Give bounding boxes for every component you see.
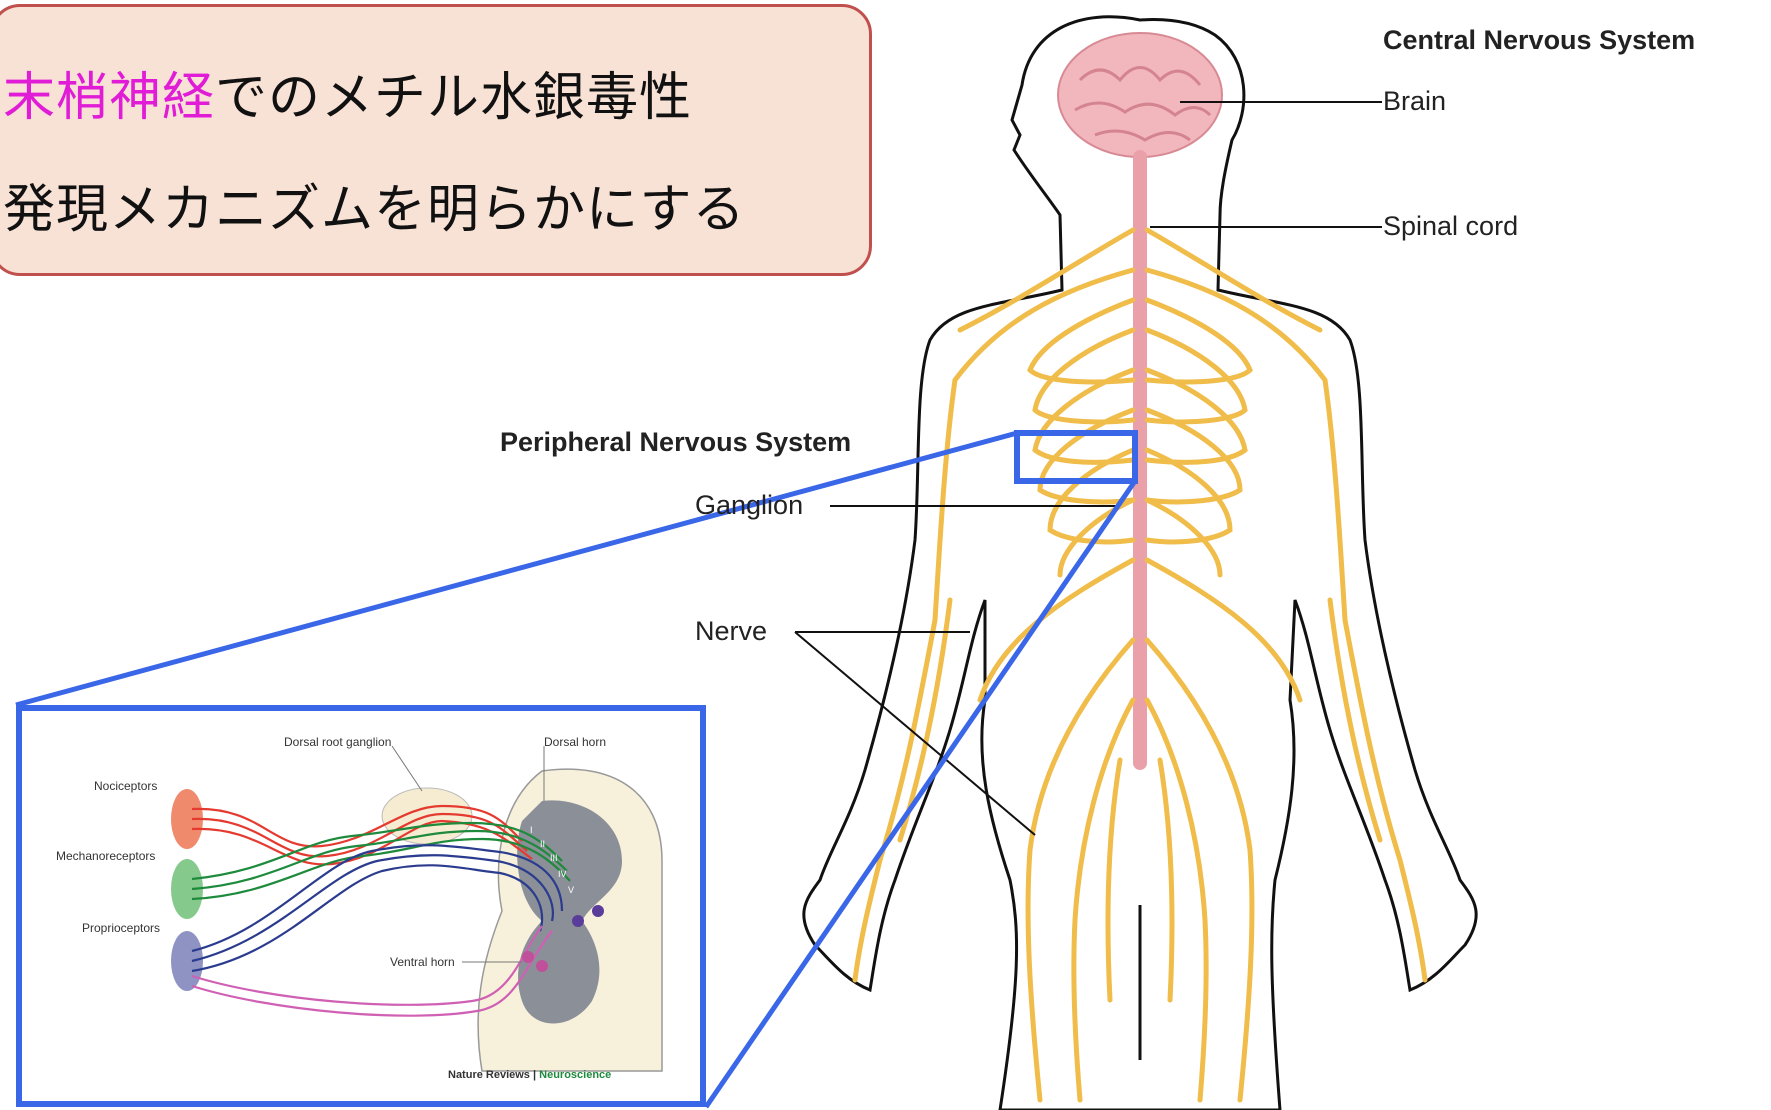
callout-line-1-rest: でのメチル水銀毒性 — [215, 68, 692, 128]
credit-separator: | — [530, 1069, 539, 1081]
spinal-circuit-inset: I II III IV V Dorsal root ganglion Dorsa… — [16, 705, 706, 1107]
credit-section: Neuroscience — [539, 1069, 611, 1081]
lamina-1: I — [530, 825, 533, 835]
nociceptors-label: Nociceptors — [94, 779, 157, 793]
cns-title: Central Nervous System — [1383, 25, 1695, 56]
pns-title: Peripheral Nervous System — [500, 427, 851, 458]
callout-line-1: 末梢神経でのメチル水銀毒性 — [3, 55, 692, 130]
title-callout: 末梢神経でのメチル水銀毒性 発現メカニズムを明らかにする — [0, 4, 872, 276]
credit-line: Nature Reviews | Neuroscience — [448, 1069, 611, 1081]
callout-line-2: 発現メカニズムを明らかにする — [3, 167, 746, 242]
brain-label: Brain — [1383, 86, 1446, 117]
ganglion-label: Ganglion — [695, 490, 803, 521]
dorsal-root-ganglion-label: Dorsal root ganglion — [284, 735, 391, 749]
nerve-label: Nerve — [695, 616, 767, 647]
lamina-3: III — [550, 853, 558, 863]
callout-highlight: 末梢神経 — [3, 68, 215, 128]
proprioceptor-oval — [171, 931, 203, 991]
ventral-horn-label: Ventral horn — [390, 955, 455, 969]
lamina-5: V — [568, 885, 574, 895]
mechanoreceptors-label: Mechanoreceptors — [56, 849, 155, 863]
lamina-4: IV — [558, 869, 567, 879]
credit-journal: Nature Reviews — [448, 1069, 530, 1081]
inset-drawing: I II III IV V — [22, 711, 702, 1103]
lamina-2: II — [540, 839, 545, 849]
spinal-cord-label: Spinal cord — [1383, 211, 1518, 242]
proprioceptors-label: Proprioceptors — [82, 921, 160, 935]
dorsal-horn-label: Dorsal horn — [544, 735, 606, 749]
